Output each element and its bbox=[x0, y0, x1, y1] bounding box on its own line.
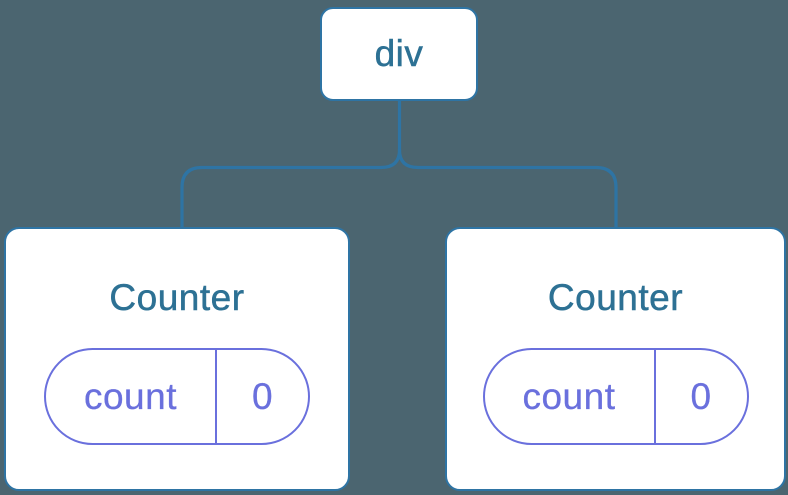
state-value-label: 0 bbox=[690, 375, 712, 417]
state-key-cell: count bbox=[485, 350, 656, 443]
counter-node-right: Counter count 0 bbox=[445, 227, 786, 491]
component-title: Counter bbox=[109, 277, 245, 319]
state-value-label: 0 bbox=[251, 375, 274, 417]
state-key-label: count bbox=[83, 375, 177, 417]
root-node: div bbox=[320, 7, 478, 101]
state-key-cell: count bbox=[46, 350, 217, 443]
state-value-cell: 0 bbox=[217, 350, 308, 443]
root-node-label: div bbox=[374, 33, 424, 75]
state-value-cell: 0 bbox=[656, 350, 747, 443]
component-title: Counter bbox=[547, 277, 684, 319]
counter-node-left: Counter count 0 bbox=[4, 227, 350, 491]
connector-branch-right bbox=[397, 148, 618, 231]
connector-branch-left bbox=[180, 148, 402, 231]
state-pill: count 0 bbox=[482, 348, 749, 445]
state-key-label: count bbox=[522, 375, 616, 417]
state-pill: count 0 bbox=[44, 348, 310, 445]
